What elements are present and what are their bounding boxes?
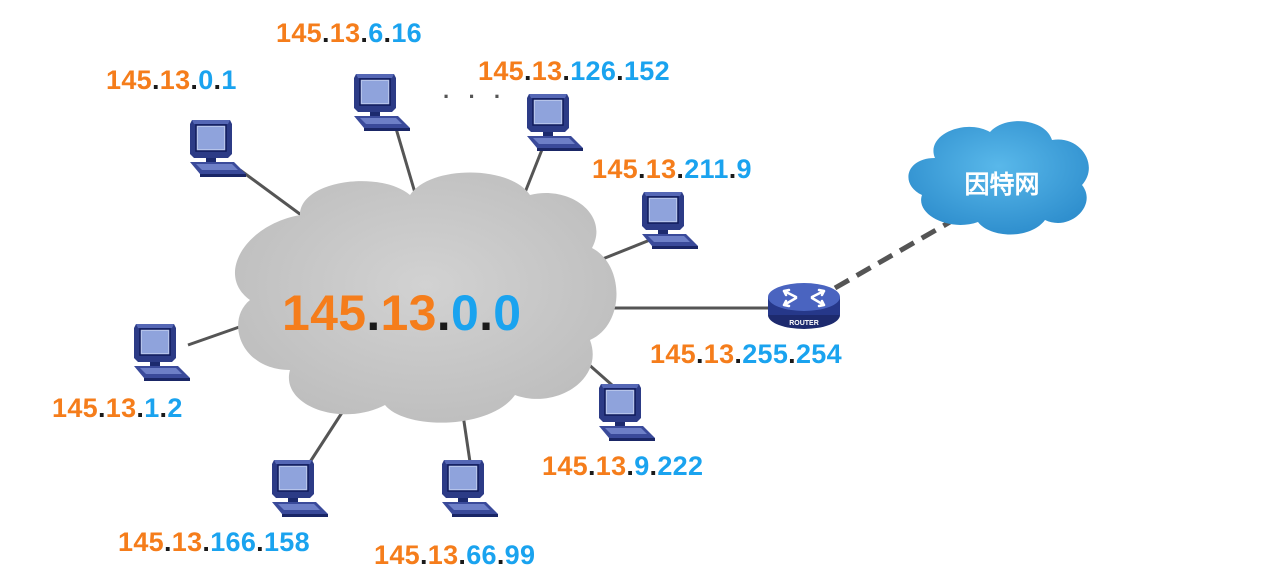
host-ip-h4: 145.13.211.9 xyxy=(592,156,752,183)
octet: 1 xyxy=(221,65,237,95)
dot: . xyxy=(202,527,211,557)
dot: . xyxy=(695,339,704,369)
octet: 2 xyxy=(167,393,183,423)
host-ip-h3: 145.13.126.152 xyxy=(478,58,670,85)
octet: 13 xyxy=(595,451,627,481)
dot: . xyxy=(734,339,743,369)
host-ip-h6: 145.13.166.158 xyxy=(118,529,310,556)
internet-cloud-icon xyxy=(908,121,1089,235)
octet: 145 xyxy=(282,285,367,341)
computer-icon-h4 xyxy=(641,191,699,250)
octet: 6 xyxy=(368,18,384,48)
computer-icon-h3 xyxy=(526,93,584,152)
dot: . xyxy=(728,154,737,184)
octet: 145 xyxy=(118,527,164,557)
internet-label: 因特网 xyxy=(964,170,1040,199)
octet: 145 xyxy=(374,540,420,570)
octet: 13 xyxy=(159,65,191,95)
network-address: 145.13.0.0 xyxy=(282,288,521,338)
dot: . xyxy=(649,451,658,481)
octet: 166 xyxy=(210,527,257,557)
octet: 145 xyxy=(542,451,588,481)
dot: . xyxy=(562,56,571,86)
link-h5 xyxy=(187,323,246,347)
dot: . xyxy=(366,285,381,341)
link-internet xyxy=(833,219,952,291)
computer-icon-h6 xyxy=(271,459,329,518)
octet: 66 xyxy=(466,540,497,570)
dot: . xyxy=(151,65,160,95)
octet: 13 xyxy=(105,393,137,423)
link-h1 xyxy=(239,168,309,222)
host-ip-h5: 145.13.1.2 xyxy=(52,395,183,422)
dot: . xyxy=(321,18,330,48)
dot: . xyxy=(383,18,392,48)
octet: 1 xyxy=(144,393,160,423)
computer-icon-h2 xyxy=(353,73,411,132)
dot: . xyxy=(159,393,168,423)
octet: 99 xyxy=(504,540,536,570)
dot: . xyxy=(626,451,635,481)
octet: 9 xyxy=(634,451,650,481)
computer-icon-h7 xyxy=(441,459,499,518)
dot: . xyxy=(419,540,428,570)
octet: 255 xyxy=(742,339,789,369)
dot: . xyxy=(136,393,145,423)
octet: 145 xyxy=(52,393,98,423)
octet: 211 xyxy=(684,154,729,184)
ellipsis: · · · xyxy=(443,84,508,109)
octet: 13 xyxy=(380,285,437,341)
octet: 145 xyxy=(106,65,152,95)
octet: 126 xyxy=(570,56,617,86)
dot: . xyxy=(360,18,369,48)
octet: 13 xyxy=(329,18,361,48)
dot: . xyxy=(213,65,222,95)
octet: 13 xyxy=(427,540,459,570)
host-ip-h7: 145.13.66.99 xyxy=(374,542,535,569)
dot: . xyxy=(788,339,796,369)
octet: 145 xyxy=(478,56,524,86)
octet: 13 xyxy=(171,527,203,557)
octet: 145 xyxy=(276,18,322,48)
dot: . xyxy=(496,540,505,570)
octet: 16 xyxy=(391,18,422,48)
dot: . xyxy=(637,154,646,184)
computer-icon-h8 xyxy=(598,383,656,442)
dot: . xyxy=(587,451,596,481)
dot: . xyxy=(616,56,624,86)
octet: 145 xyxy=(592,154,638,184)
octet: 13 xyxy=(703,339,735,369)
host-ip-h8: 145.13.9.222 xyxy=(542,453,703,480)
dot: . xyxy=(97,393,106,423)
link-h6 xyxy=(308,407,347,463)
dot: . xyxy=(190,65,199,95)
host-ip-h2: 145.13.6.16 xyxy=(276,20,422,47)
dot: . xyxy=(523,56,532,86)
octet: 0 xyxy=(450,285,480,341)
dot: . xyxy=(458,540,467,570)
octet: 158 xyxy=(263,527,310,557)
dot: . xyxy=(479,285,494,341)
dot: . xyxy=(163,527,172,557)
router-icon: ROUTER xyxy=(768,283,840,329)
computer-icon-h1 xyxy=(189,119,247,178)
network-cloud xyxy=(234,172,617,423)
host-ip-h1: 145.13.0.1 xyxy=(106,67,237,94)
dot: . xyxy=(436,285,451,341)
octet: 13 xyxy=(531,56,563,86)
octet: 152 xyxy=(623,56,670,86)
octet: 13 xyxy=(645,154,677,184)
dot: . xyxy=(676,154,685,184)
octet: 222 xyxy=(657,451,704,481)
octet: 0 xyxy=(198,65,214,95)
computer-icon-h5 xyxy=(133,323,191,382)
octet: 254 xyxy=(795,339,842,369)
octet: 9 xyxy=(736,154,752,184)
octet: 145 xyxy=(650,339,696,369)
router-badge: ROUTER xyxy=(789,320,819,327)
octet: 0 xyxy=(493,285,522,341)
dot: . xyxy=(256,527,264,557)
router-ip: 145.13.255.254 xyxy=(650,341,842,368)
